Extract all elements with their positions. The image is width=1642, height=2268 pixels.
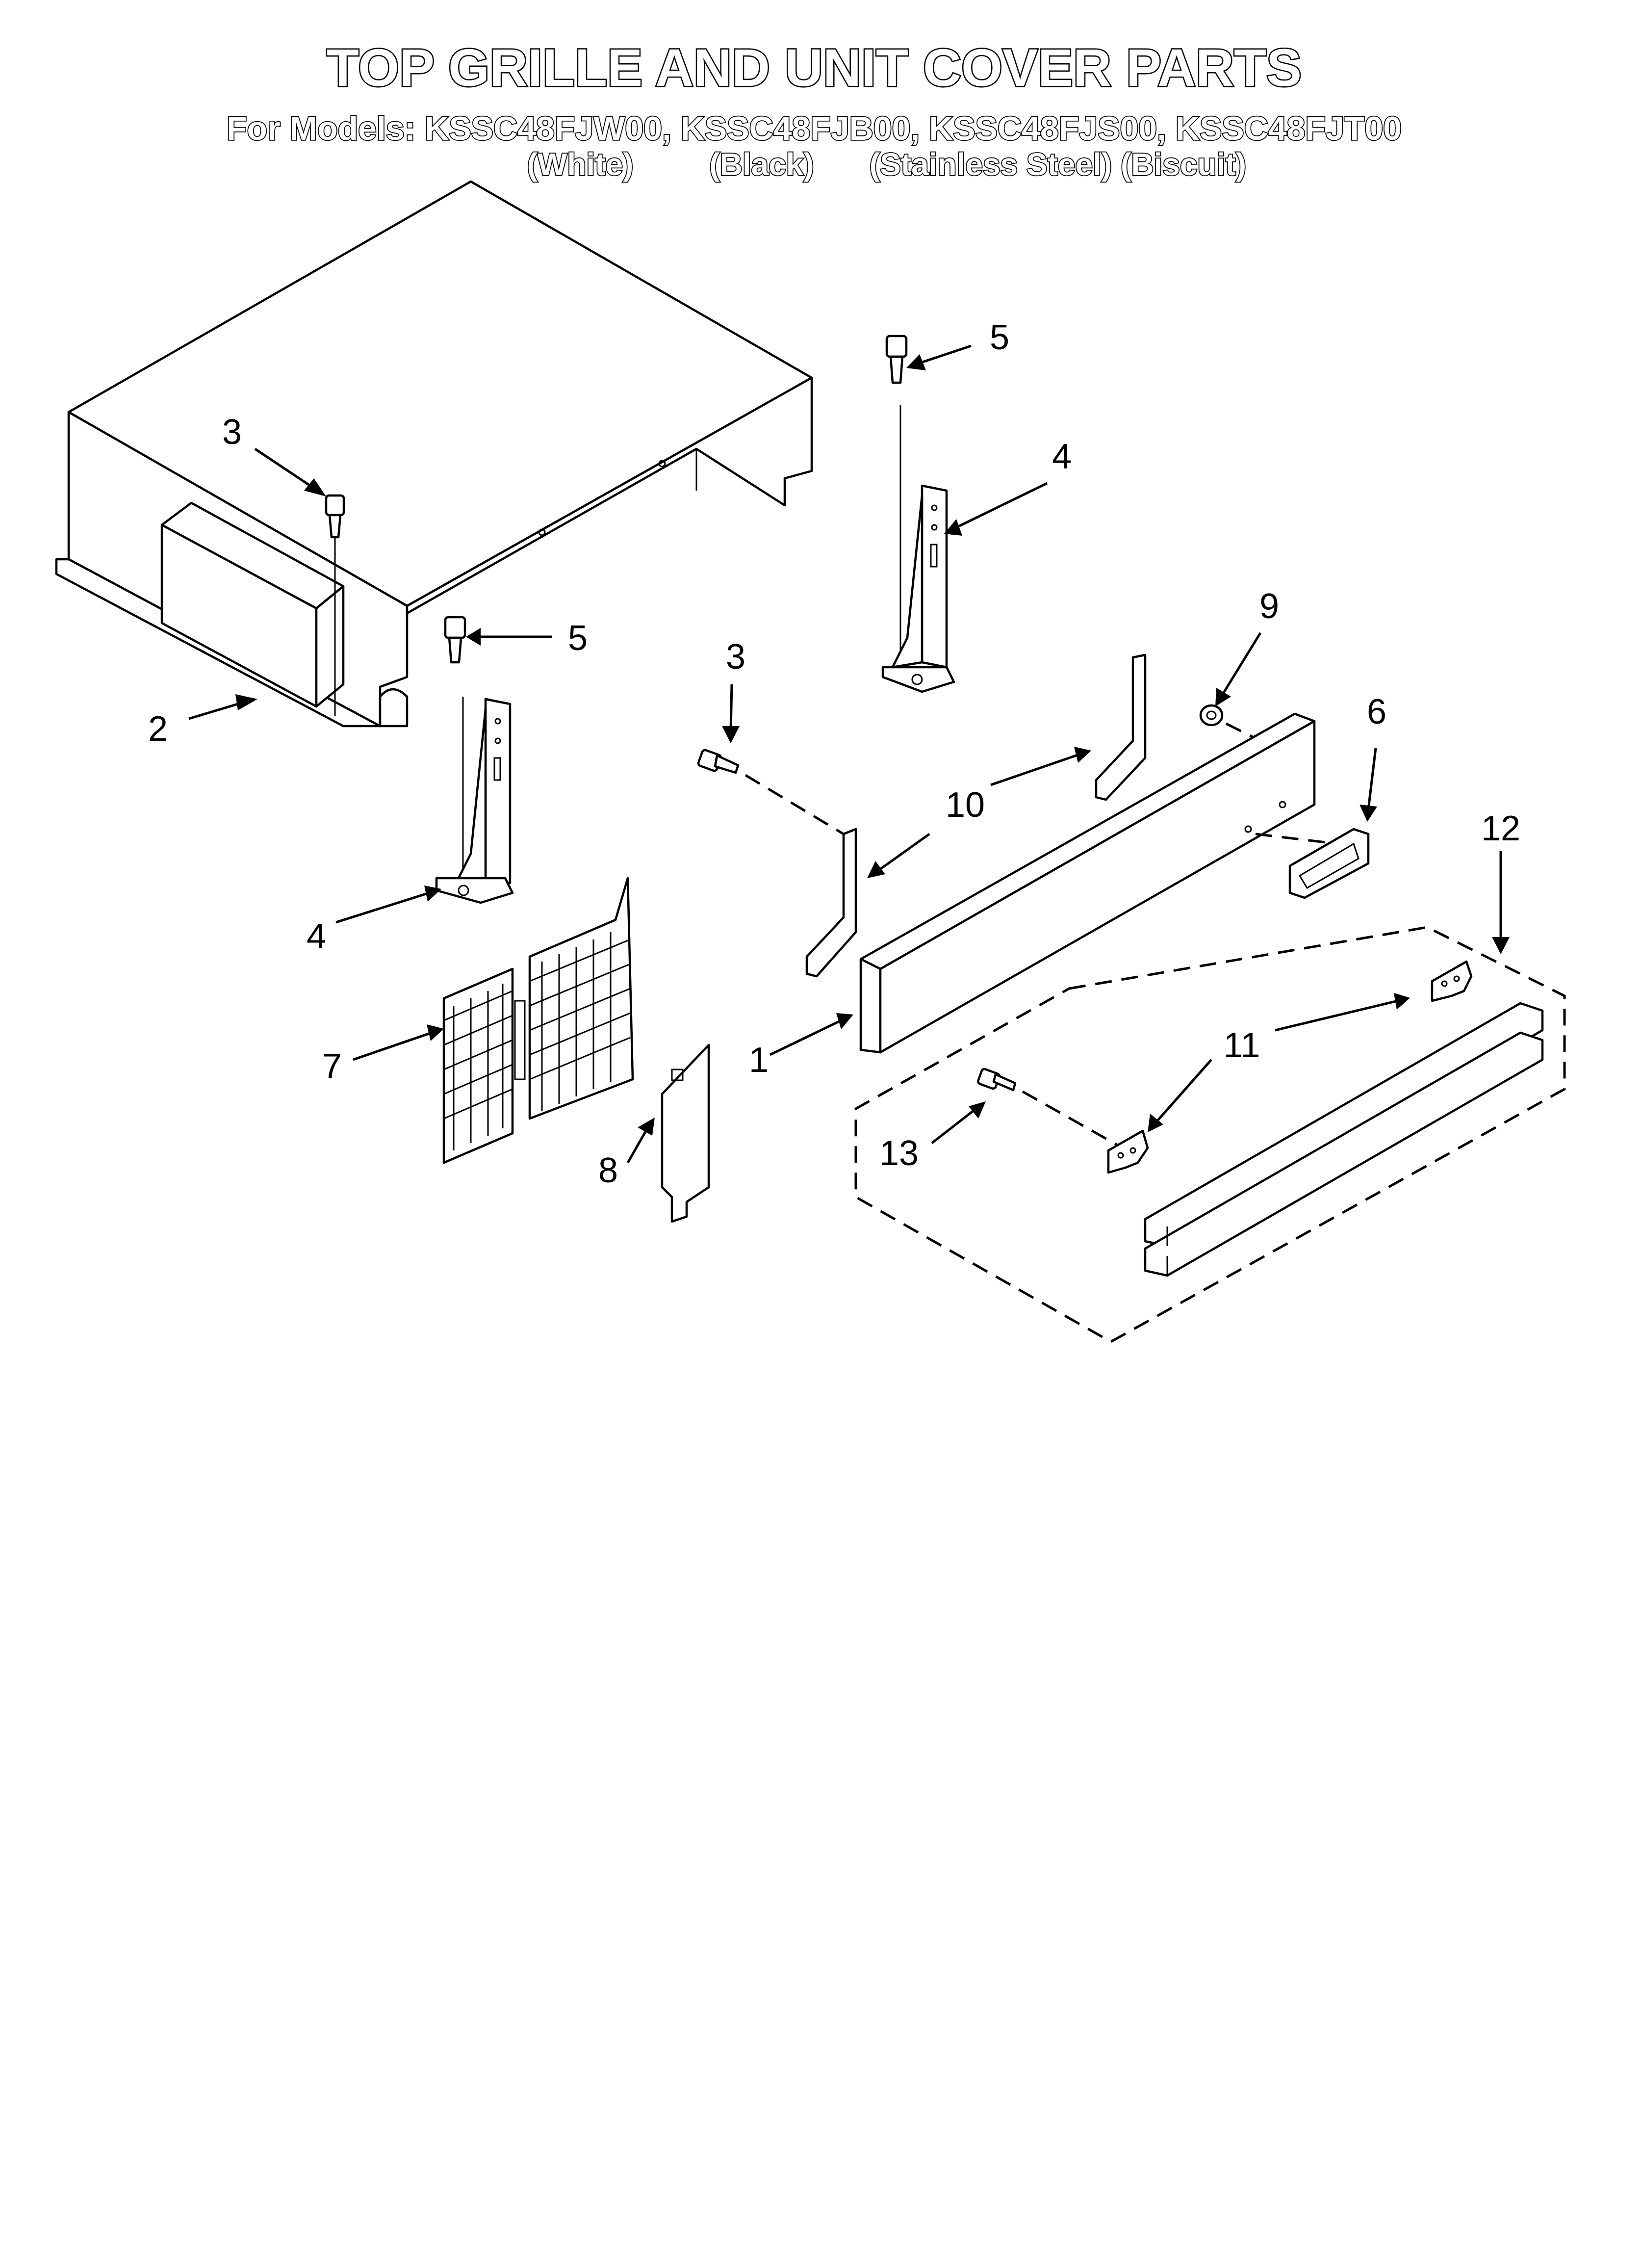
callout-5-left: 5	[568, 619, 588, 658]
callout-13: 13	[879, 1134, 919, 1173]
clip-11-left	[1107, 1129, 1149, 1174]
bracket-10-right	[1095, 653, 1147, 801]
color-biscuit: (Biscuit)	[1121, 147, 1246, 182]
bracket-left	[435, 698, 514, 904]
dash-screw-center	[744, 774, 845, 835]
grille-panel-1	[859, 712, 1316, 1054]
callout-labels: 3 2 5 4 5 3 9 6 10 12 4 7 1 11 13 8	[148, 318, 1520, 1190]
callout-11: 11	[1224, 1026, 1260, 1065]
callout-2: 2	[148, 709, 168, 749]
callout-12: 12	[1481, 809, 1520, 848]
callout-3-left: 3	[222, 413, 242, 452]
baffle-8	[661, 1043, 710, 1223]
callout-4-left: 4	[307, 917, 326, 956]
callout-5-top-right: 5	[990, 318, 1009, 357]
color-black: (Black)	[709, 147, 814, 182]
trim-rails	[1144, 1002, 1544, 1277]
dash-nut-9	[1225, 722, 1257, 740]
models-line: For Models: KSSC48FJW00, KSSC48FJB00, KS…	[227, 110, 1402, 147]
dash-screw-13	[1022, 1090, 1119, 1147]
unit-cover	[55, 180, 813, 728]
page-title: TOP GRILLE AND UNIT COVER PARTS	[327, 38, 1302, 97]
callout-6: 6	[1367, 692, 1386, 731]
clip-6	[1288, 828, 1370, 899]
bracket-top-right	[881, 484, 955, 693]
callout-1: 1	[749, 1041, 769, 1080]
callout-8: 8	[598, 1151, 618, 1190]
color-white: (White)	[527, 147, 634, 182]
nut-9	[1199, 704, 1224, 727]
clip-11-right	[1431, 960, 1473, 1002]
callout-9: 9	[1259, 587, 1279, 626]
screw-13	[977, 1068, 1017, 1092]
callout-3-center: 3	[726, 637, 745, 677]
screw-left	[325, 494, 345, 716]
callout-10: 10	[946, 785, 985, 825]
grille-7	[442, 877, 634, 1164]
screw-center	[697, 749, 740, 774]
color-stainless-steel: (Stainless Steel)	[870, 147, 1112, 182]
trim-kit-outline	[854, 926, 1566, 1343]
screw-top-right	[885, 335, 908, 667]
leader-lines	[188, 344, 1510, 1164]
callout-4-top-right: 4	[1052, 437, 1072, 476]
callout-7: 7	[322, 1047, 342, 1086]
bracket-10-left	[805, 828, 857, 978]
screw-left-bracket	[444, 616, 466, 883]
